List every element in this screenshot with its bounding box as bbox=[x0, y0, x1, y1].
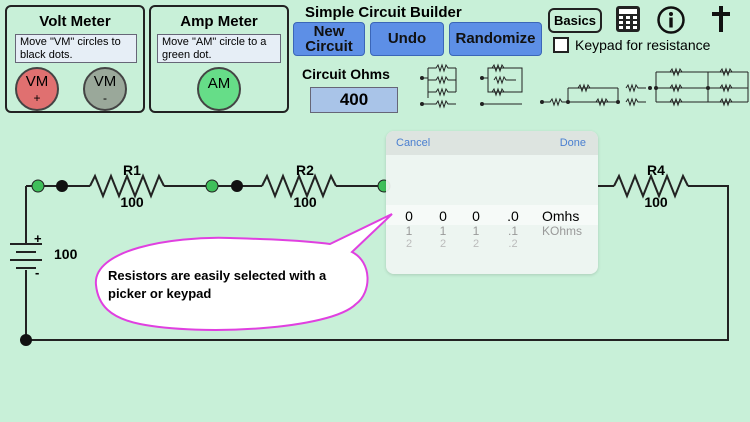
picker-digit-3[interactable]: 0 1 2 bbox=[465, 208, 487, 250]
volt-meter-title: Volt Meter bbox=[39, 13, 111, 30]
vm-plus-circle[interactable]: VM + bbox=[15, 67, 59, 111]
callout-text: Resistors are easily selected with a pic… bbox=[108, 268, 327, 301]
picker-digit-3-next: 1 bbox=[472, 224, 480, 238]
undo-button[interactable]: Undo bbox=[370, 22, 444, 56]
picker-unit-next: KOhms bbox=[542, 224, 583, 238]
randomize-button[interactable]: Randomize bbox=[449, 22, 542, 56]
picker-cancel-button[interactable]: Cancel bbox=[396, 137, 431, 149]
circuit-ohms-value: 400 bbox=[310, 87, 398, 113]
battery-minus: - bbox=[35, 265, 40, 280]
picker-selection-band bbox=[386, 205, 598, 225]
calculator-icon[interactable] bbox=[614, 5, 642, 33]
picker-decimal[interactable]: .0 .1 .2 bbox=[502, 208, 524, 250]
picker-digit-1[interactable]: 0 1 2 bbox=[398, 208, 420, 250]
picker-decimal-next2: .2 bbox=[508, 238, 518, 250]
amp-meter-title: Amp Meter bbox=[180, 13, 258, 30]
picker-digit-2-next2: 2 bbox=[439, 238, 447, 250]
resistor-r2-name: R2 bbox=[296, 162, 314, 178]
builder-title: Simple Circuit Builder bbox=[305, 4, 462, 21]
volt-meter-hint: Move "VM" circles to black dots. bbox=[15, 34, 137, 63]
picker-digit-2-next: 1 bbox=[439, 224, 447, 238]
circuit-ohms-label: Circuit Ohms bbox=[302, 66, 390, 82]
circuit-templates[interactable] bbox=[418, 58, 750, 118]
new-circuit-button[interactable]: New Circuit bbox=[293, 22, 365, 56]
am-circle[interactable]: AM bbox=[197, 67, 241, 111]
battery-plus: + bbox=[34, 231, 42, 246]
vm-minus-label: VM bbox=[93, 73, 117, 90]
resistor-r4-name: R4 bbox=[647, 162, 665, 178]
cross-icon[interactable] bbox=[708, 4, 734, 34]
picker-decimal-next: .1 bbox=[507, 224, 518, 238]
picker-toolbar: Cancel Done bbox=[386, 131, 598, 155]
info-icon[interactable] bbox=[656, 5, 686, 35]
resistor-r2-value[interactable]: 100 bbox=[293, 194, 317, 210]
picker-done-button[interactable]: Done bbox=[559, 137, 586, 149]
picker-digit-2-selected: 0 bbox=[439, 208, 447, 224]
resistor-r1-name: R1 bbox=[123, 162, 141, 178]
picker-digit-1-selected: 0 bbox=[405, 208, 413, 224]
battery-value[interactable]: 100 bbox=[54, 246, 78, 262]
amp-meter-hint: Move "AM" circle to a green dot. bbox=[157, 34, 281, 63]
picker-unit-selected: Omhs bbox=[542, 208, 580, 224]
picker-digit-3-selected: 0 bbox=[472, 208, 480, 224]
resistance-picker[interactable]: Cancel Done 0 1 2 0 1 2 0 1 2 .0 .1 .2 O… bbox=[386, 131, 598, 274]
picker-digit-3-next2: 2 bbox=[472, 238, 480, 250]
vm-minus-circle[interactable]: VM - bbox=[83, 67, 127, 111]
picker-digit-1-next: 1 bbox=[405, 224, 413, 238]
vm-plus-sign: + bbox=[33, 91, 41, 105]
am-label: AM bbox=[207, 75, 231, 92]
vm-minus-sign: - bbox=[103, 91, 107, 105]
keypad-checkbox-label: Keypad for resistance bbox=[575, 37, 711, 53]
picker-digit-1-next2: 2 bbox=[405, 238, 413, 250]
picker-digit-2[interactable]: 0 1 2 bbox=[432, 208, 454, 250]
resistor-r4-value[interactable]: 100 bbox=[644, 194, 668, 210]
resistor-r1-value[interactable]: 100 bbox=[120, 194, 144, 210]
vm-plus-label: VM bbox=[25, 73, 49, 90]
basics-button[interactable]: Basics bbox=[548, 8, 602, 33]
amp-meter-panel: Amp Meter Move "AM" circle to a green do… bbox=[149, 5, 289, 113]
keypad-checkbox[interactable] bbox=[553, 37, 569, 53]
volt-meter-panel: Volt Meter Move "VM" circles to black do… bbox=[5, 5, 145, 113]
picker-unit[interactable]: Omhs KOhms bbox=[542, 208, 582, 238]
picker-decimal-selected: .0 bbox=[507, 208, 519, 224]
